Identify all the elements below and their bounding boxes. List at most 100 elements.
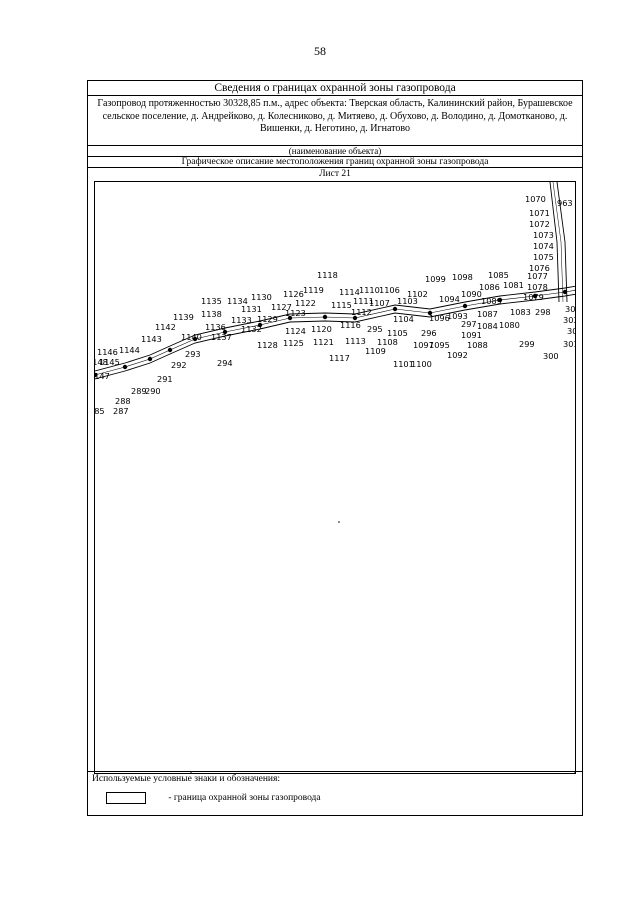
point-number-label: 1128 [257, 340, 278, 350]
point-number-label: 1100 [411, 359, 432, 369]
point-number-label: 1129 [257, 314, 278, 324]
point-number-label: 1126 [283, 289, 304, 299]
point-number-label: 1076 [529, 263, 550, 273]
point-number-label: 1107 [369, 298, 390, 308]
point-number-label: 1122 [295, 298, 316, 308]
point-number-label: 1108 [377, 337, 398, 347]
point-number-label: 1148 [95, 357, 108, 367]
point-number-label: 1134 [227, 296, 248, 306]
point-number-label: 1114 [339, 287, 360, 297]
point-number-label: 963 [557, 198, 573, 208]
boundary-point [562, 289, 568, 295]
point-number-label: 1138 [201, 309, 222, 319]
object-caption: (наименование объекта) [88, 146, 582, 157]
point-number-label: 299 [519, 339, 535, 349]
section-title: Сведения о границах охранной зоны газопр… [88, 81, 582, 96]
point-number-label: 292 [171, 360, 187, 370]
point-number-label: 1094 [439, 294, 460, 304]
plan-dot [338, 521, 340, 523]
point-number-label: 1103 [397, 296, 418, 306]
point-number-label: 296 [421, 328, 437, 338]
point-number-label: 1130 [251, 292, 272, 302]
point-number-label: 1145 [99, 357, 120, 367]
boundary-point [147, 356, 153, 362]
zone-boundary-line [95, 293, 575, 380]
point-number-label: 1112 [351, 307, 372, 317]
point-number-label: 1080 [499, 320, 520, 330]
point-number-label: 1090 [461, 289, 482, 299]
point-number-label: 1071 [529, 208, 550, 218]
boundary-point [257, 322, 263, 328]
point-number-label: 1075 [533, 252, 554, 262]
point-number-label: 1142 [155, 322, 176, 332]
point-number-label: 1111 [353, 296, 374, 306]
point-number-label: 1102 [407, 289, 428, 299]
boundary-point [574, 289, 575, 291]
point-number-label: 1086 [479, 282, 500, 292]
point-number-label: 1098 [452, 272, 473, 282]
point-number-label: 289 [131, 386, 147, 396]
point-number-label: 293 [185, 349, 201, 359]
point-number-label: 294 [217, 358, 233, 368]
graphic-description-heading: Графическое описание местоположения гран… [88, 157, 582, 168]
branch-boundary-line [549, 182, 560, 303]
point-number-label: 302 [567, 326, 576, 336]
point-number-label: 1083 [510, 307, 531, 317]
point-number-label: 1091 [461, 330, 482, 340]
point-number-label: 1120 [311, 324, 332, 334]
point-number-label: 1104 [393, 314, 414, 324]
point-number-label: 1121 [313, 337, 334, 347]
point-number-label: 1070 [525, 194, 546, 204]
point-number-label: 1124 [285, 326, 306, 336]
point-number-label: 1118 [317, 270, 338, 280]
point-number-label: 1116 [340, 320, 361, 330]
point-number-label: 1137 [211, 332, 232, 342]
point-number-label: 290 [145, 386, 161, 396]
point-number-label: 1089 [481, 296, 502, 306]
boundary-point [532, 293, 538, 299]
point-number-label: 298 [535, 307, 551, 317]
point-number-label: 1079 [523, 292, 544, 302]
point-number-label: 1085 [488, 270, 509, 280]
document-frame: Сведения о границах охранной зоны газопр… [87, 80, 583, 816]
branch-boundary-line [556, 182, 568, 303]
point-number-label: 1095 [429, 340, 450, 350]
point-number-label: 1115 [331, 300, 352, 310]
point-number-label: 297 [461, 319, 477, 329]
boundary-point [497, 297, 503, 303]
point-number-label: 1117 [329, 353, 350, 363]
point-number-label: 1078 [527, 282, 548, 292]
boundary-point [462, 303, 468, 309]
legend-item-label: - граница охранной зоны газопровода [168, 793, 321, 804]
point-number-label: 291 [157, 374, 173, 384]
point-number-label: 1074 [533, 241, 554, 251]
point-number-label: 1119 [303, 285, 324, 295]
boundary-point [322, 314, 328, 320]
point-number-label: 1073 [533, 230, 554, 240]
point-number-label: 1072 [529, 219, 550, 229]
point-number-label: 1147 [95, 371, 110, 381]
point-number-label: 1123 [285, 308, 306, 318]
boundary-point [222, 329, 228, 335]
point-number-label: 1084 [477, 321, 498, 331]
zone-boundary-line [95, 285, 575, 372]
branch-axis-line [552, 182, 564, 303]
point-number-label: 301 [563, 339, 576, 349]
boundary-point [192, 336, 198, 342]
protection-zone-boundary-symbol [106, 792, 146, 804]
boundary-point [167, 347, 173, 353]
point-number-label: 287 [113, 406, 129, 416]
point-number-label: 1105 [387, 328, 408, 338]
point-number-label: 1133 [231, 315, 252, 325]
point-number-label: 1106 [379, 285, 400, 295]
boundary-point [392, 306, 398, 312]
point-number-label: 300 [543, 351, 559, 361]
point-number-label: 303 [563, 315, 576, 325]
point-number-label: 1092 [447, 350, 468, 360]
point-number-label: 1132 [241, 324, 262, 334]
legend-item: - граница охранной зоны газопровода [106, 792, 321, 804]
point-number-label: 1093 [447, 311, 468, 321]
point-number-label: 1087 [477, 309, 498, 319]
